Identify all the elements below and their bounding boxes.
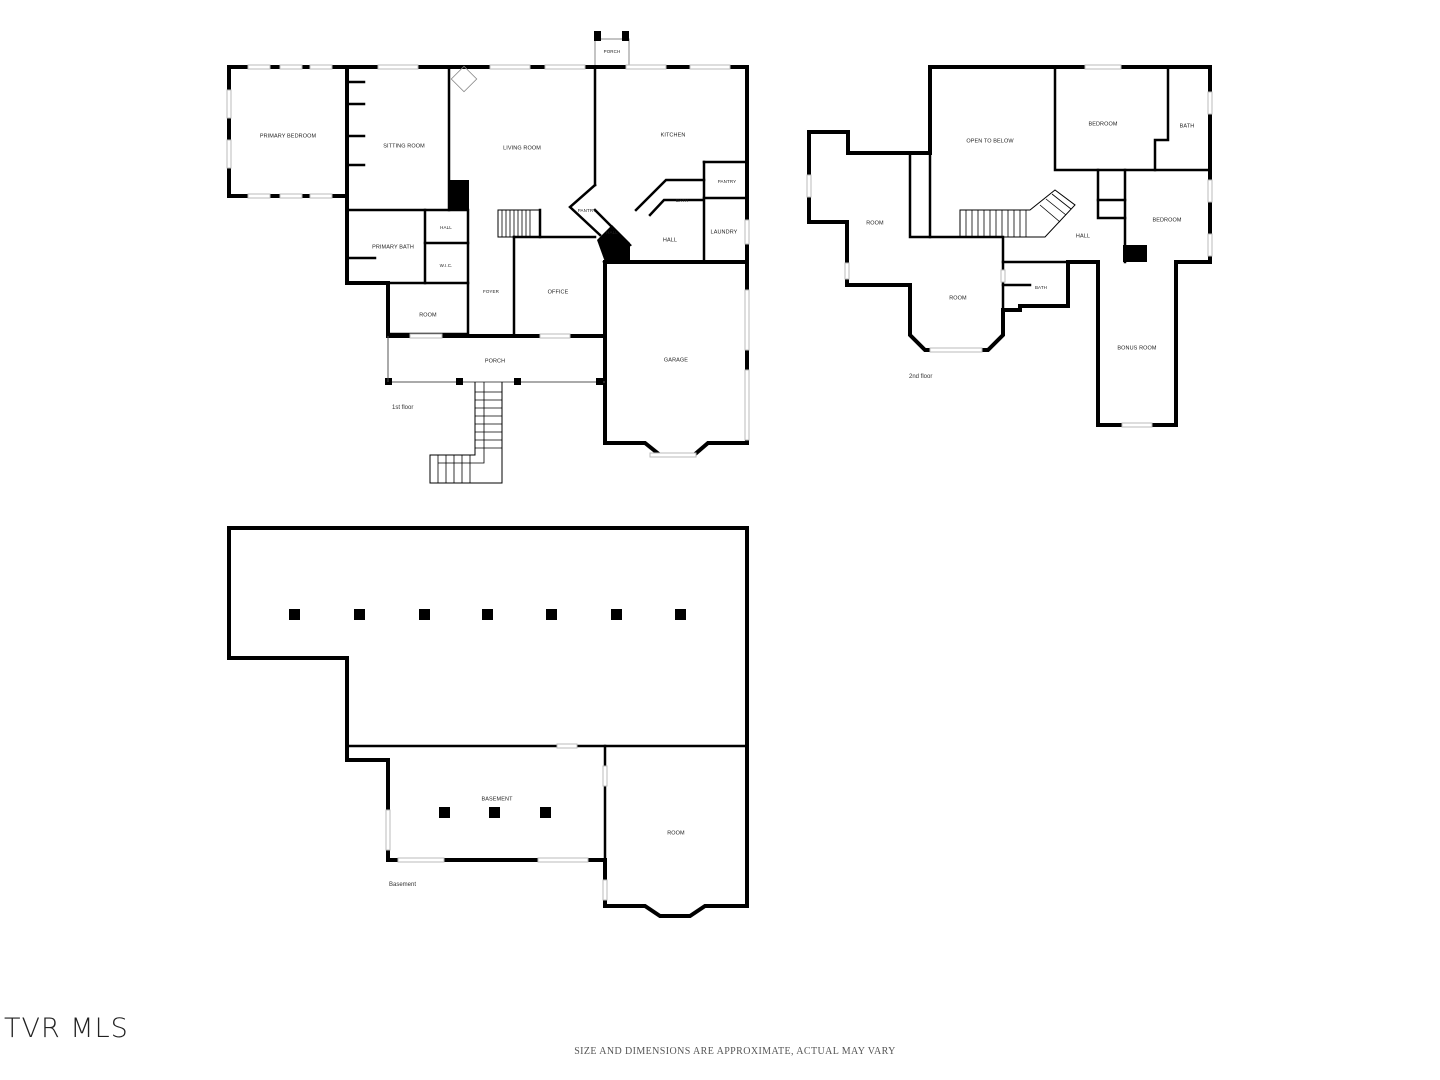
room-label-primary-bedroom: PRIMARY BEDROOM: [260, 133, 317, 139]
basement-plan: BASEMENT ROOM Basement: [227, 526, 749, 918]
second-floor-stairs: [959, 189, 1076, 238]
basement-columns: [289, 609, 686, 818]
floor-label-first: 1st floor: [392, 405, 413, 411]
room-label-room-bottom: ROOM: [949, 295, 967, 301]
room-label-bath: BATH: [676, 198, 688, 203]
room-label-living-room: LIVING ROOM: [503, 145, 541, 151]
room-label-open-to-below: OPEN TO BELOW: [966, 138, 1014, 144]
room-label-porch: PORCH: [485, 358, 505, 364]
first-floor-stairs: [497, 209, 541, 238]
floor-label-basement: Basement: [389, 882, 416, 888]
second-floor-plan: OPEN TO BELOW BEDROOM BATH ROOM HALL BED…: [806, 64, 1213, 428]
room-label-bath-small: BATH: [1035, 285, 1047, 290]
room-label-wic: W.I.C.: [440, 263, 453, 268]
first-floor-windows: [226, 64, 750, 458]
room-label-pantry-left: PANTRY: [578, 208, 596, 213]
room-label-room-left: ROOM: [866, 220, 884, 226]
second-floor-windows: [806, 64, 1213, 428]
room-label-garage: GARAGE: [664, 357, 688, 363]
room-label-pantry-right: PANTRY: [718, 179, 736, 184]
floor-label-second: 2nd floor: [909, 374, 932, 380]
room-label-laundry: LAUNDRY: [711, 229, 738, 235]
room-label-basement: BASEMENT: [481, 796, 513, 802]
room-label-hall-small: HALL: [440, 225, 452, 230]
room-label-hall: HALL: [1076, 233, 1090, 239]
room-label-basement-room: ROOM: [667, 830, 685, 836]
basement-windows: [385, 743, 608, 901]
room-label-kitchen: KITCHEN: [661, 132, 686, 138]
room-label-hall-right: HALL: [663, 237, 677, 243]
room-label-office: OFFICE: [548, 289, 569, 295]
room-label-room: ROOM: [419, 312, 437, 318]
first-floor-plan: PORCH PRIMARY BEDROOM SITTING ROOM LIVIN…: [226, 31, 750, 484]
room-label-sitting-room: SITTING ROOM: [383, 143, 425, 149]
tvr-mls-logo: TVR MLS: [4, 1013, 129, 1044]
disclaimer-text: SIZE AND DIMENSIONS ARE APPROXIMATE, ACT…: [574, 1046, 896, 1057]
room-label-foyer: FOYER: [483, 289, 500, 294]
room-label-porch-top: PORCH: [604, 49, 621, 54]
room-label-bonus-room: BONUS ROOM: [1117, 345, 1157, 351]
room-label-bath-top: BATH: [1180, 123, 1195, 129]
room-label-primary-bath: PRIMARY BATH: [372, 244, 414, 250]
porch-stairs: [429, 382, 503, 484]
room-label-bedroom-right: BEDROOM: [1152, 217, 1181, 223]
room-label-bedroom-top: BEDROOM: [1088, 121, 1117, 127]
room-label-hall-angled: HALL: [606, 230, 618, 235]
